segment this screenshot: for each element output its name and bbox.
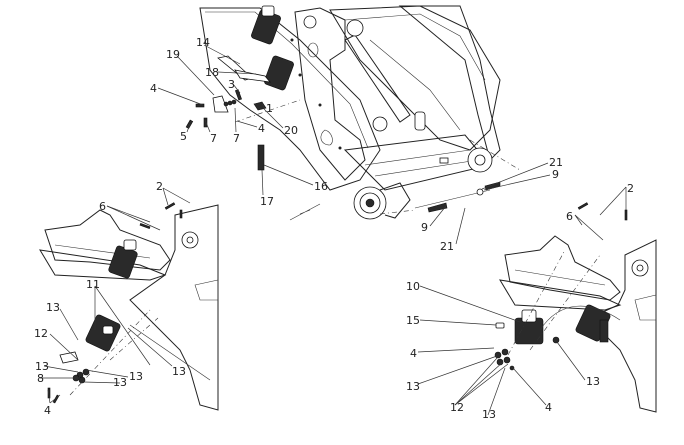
left-view-assembly xyxy=(39,202,219,411)
callout-14: 14 xyxy=(196,36,210,49)
control-valve-left-icon xyxy=(108,239,138,279)
callout-12-left: 12 xyxy=(34,327,48,340)
callout-13-right-left: 13 xyxy=(406,380,420,393)
callout-4-right-bottom: 4 xyxy=(545,401,552,414)
sprocket-icon xyxy=(467,147,493,173)
callout-7-a: 7 xyxy=(210,132,217,145)
callout-2-left: 2 xyxy=(156,180,163,193)
callout-6-left: 6 xyxy=(99,200,106,213)
leader-lines xyxy=(40,44,627,416)
callout-18: 18 xyxy=(205,66,219,79)
callout-21-upper: 21 xyxy=(549,156,563,169)
callout-3: 3 xyxy=(228,78,235,91)
callout-17: 17 xyxy=(260,195,274,208)
hydraulic-hose-assembly xyxy=(379,139,521,215)
callout-13-left-mid: 13 xyxy=(35,360,49,373)
callout-8: 8 xyxy=(37,372,44,385)
callout-16: 16 xyxy=(314,180,328,193)
callout-13-right-bottom: 13 xyxy=(482,408,496,421)
control-valve-top-icon xyxy=(251,5,294,91)
callout-10: 10 xyxy=(406,280,420,293)
callout-4-top-left: 4 xyxy=(150,82,157,95)
callout-6-right: 6 xyxy=(566,210,573,223)
callout-15: 15 xyxy=(406,314,420,327)
callout-13-left-top: 13 xyxy=(46,301,60,314)
callout-20: 20 xyxy=(284,124,298,137)
callout-7-b: 7 xyxy=(233,132,240,145)
callout-2-right: 2 xyxy=(627,182,634,195)
callout-4-left: 4 xyxy=(44,404,51,417)
callout-19: 19 xyxy=(166,48,180,61)
control-valve-right-icon xyxy=(494,309,544,371)
right-view-assembly xyxy=(494,202,657,413)
valve-assembly-left-icon xyxy=(72,314,121,384)
callout-11: 11 xyxy=(86,278,100,291)
linkage-parts xyxy=(185,55,321,221)
top-frame-assembly xyxy=(199,5,501,220)
callout-13-left-right-a: 13 xyxy=(129,370,143,383)
callout-12-right: 12 xyxy=(450,401,464,414)
callout-13-right-far: 13 xyxy=(586,375,600,388)
callout-13-left-right-b: 13 xyxy=(113,376,127,389)
callout-1: 1 xyxy=(266,102,273,115)
drive-motor-icon xyxy=(353,182,411,220)
callout-4-right-top: 4 xyxy=(410,347,417,360)
callout-9-lower: 9 xyxy=(421,221,428,234)
callout-21-lower: 21 xyxy=(440,240,454,253)
callout-5: 5 xyxy=(180,130,187,143)
callout-9-upper: 9 xyxy=(552,168,559,181)
callout-4-top-right: 4 xyxy=(258,122,265,135)
callout-13-left-far: 13 xyxy=(172,365,186,378)
callout-labels: 14 19 18 3 4 1 5 7 7 4 20 16 17 21 9 9 2… xyxy=(34,36,634,421)
